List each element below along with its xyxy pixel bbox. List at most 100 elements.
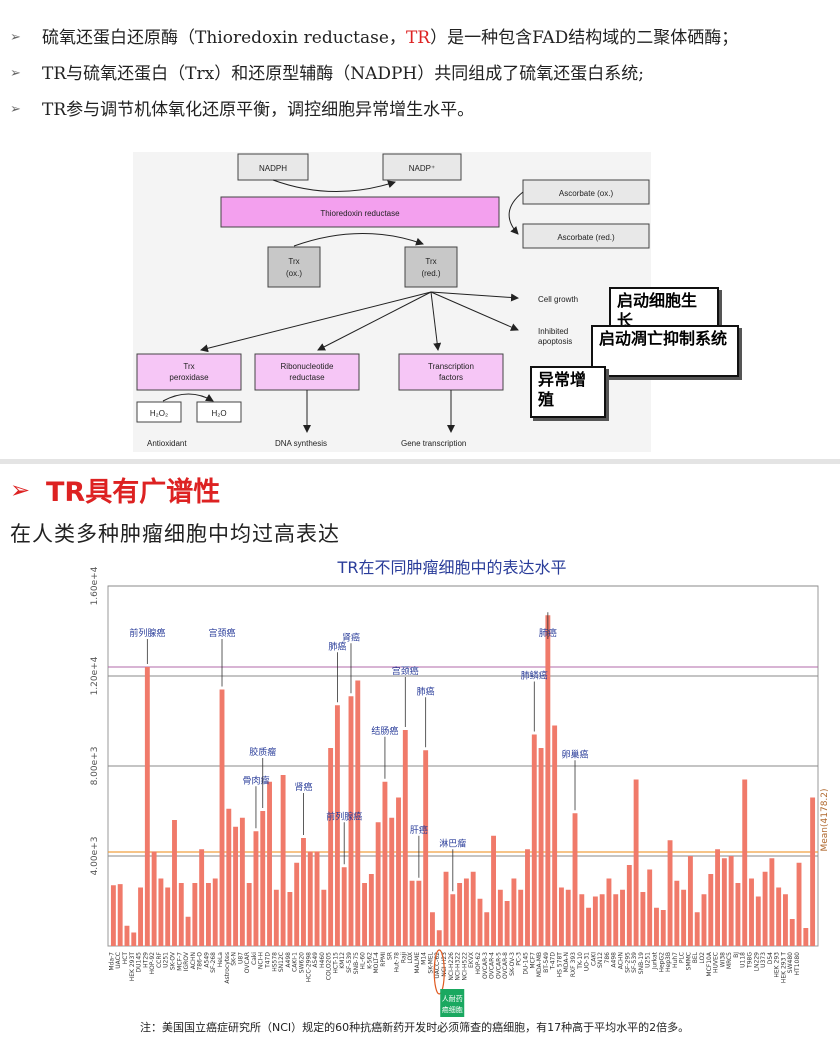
x-tick-label: SNB-75	[353, 952, 360, 974]
bullet-item: ➢ TR参与调节机体氧化还原平衡，调控细胞异常增生水平。	[10, 96, 835, 132]
x-tick-label: MOLT-4	[373, 952, 380, 974]
chart-bar	[110, 885, 116, 946]
annotation-label: 肺癌	[328, 640, 346, 652]
factors-label: factors	[439, 373, 463, 382]
mean-label: Mean(4178.2)	[820, 788, 830, 851]
chart-bar	[633, 779, 639, 946]
h2o2-label: H₂O₂	[150, 409, 168, 418]
x-tick-label: SW620	[298, 952, 305, 973]
highlight-ellipse	[433, 949, 445, 995]
x-tick-label: SK-OV	[169, 951, 176, 970]
chart-bar	[287, 892, 293, 946]
x-tick-label: HL-60	[360, 952, 367, 970]
ascorbate-ox-label: Ascorbate (ox.)	[559, 189, 614, 198]
chart-bar	[749, 878, 754, 946]
callout-abnormal: 异常增殖	[530, 366, 606, 418]
chart-bar	[131, 932, 137, 946]
apoptosis-arrow	[430, 291, 519, 331]
x-tick-label: SK-MEL	[427, 951, 434, 973]
nadph-label: NADPH	[259, 164, 287, 173]
x-tick-label: Raji	[400, 952, 407, 963]
x-tick-label: DU145	[136, 952, 143, 973]
chart-bar	[470, 871, 476, 946]
thioredoxin-reductase-label: Thioredoxin reductase	[320, 209, 400, 218]
x-tick-label: ACHN	[190, 952, 197, 969]
x-tick-label: SW480	[787, 952, 794, 973]
x-tick-label: OVCAR-3	[482, 952, 489, 979]
annotation-label: 前列腺癌	[326, 810, 362, 822]
chart-bar	[307, 851, 313, 946]
annotation-label: 肝癌	[410, 824, 428, 836]
chart-bar	[192, 883, 198, 946]
pathway-svg: NADPH NADP⁺ Thioredoxin reductase Ascorb…	[136, 153, 650, 448]
x-tick-label: IGROV	[183, 951, 190, 971]
bullet-text-end: ）是一种包含FAD结构域的二聚体硒酶；	[430, 28, 739, 48]
transcription-label: Transcription	[428, 362, 474, 371]
chart-bar	[233, 826, 239, 946]
y-tick-label: 8.00e+3	[90, 747, 100, 786]
bullet-arrow-icon: ➢	[10, 30, 21, 45]
x-tick-label: HEK 293 T	[780, 952, 787, 984]
x-tick-label: LOX	[407, 952, 414, 964]
chart-bar	[484, 912, 490, 946]
x-tick-label: K-562	[366, 952, 373, 969]
x-tick-label: HOP-92	[149, 952, 156, 975]
section-subtitle: 在人类多种肿瘤细胞中均过高表达	[10, 522, 340, 546]
x-tick-label: SF-539	[346, 952, 353, 973]
x-tick-label: NCI-H	[258, 952, 265, 969]
x-tick-label: SK-OV-3	[509, 952, 516, 976]
chart-bar	[511, 878, 517, 946]
annotation-label: 骨肉瘤	[242, 774, 269, 786]
chart-bar	[599, 894, 605, 946]
transcription-factors-box	[398, 353, 504, 391]
trx-peroxidase-box	[136, 353, 242, 391]
x-tick-label: HS578	[271, 952, 278, 972]
chart-bar	[762, 871, 768, 946]
chart-bar	[199, 849, 205, 946]
antioxidant-label: Antioxidant	[147, 439, 187, 448]
chart-bar	[647, 869, 653, 946]
chart-bar	[796, 862, 802, 946]
x-tick-label: NCI-H226	[448, 952, 455, 981]
chart-bar	[640, 892, 646, 946]
chart-bar	[341, 867, 347, 946]
x-tick-label: U251	[645, 952, 652, 968]
annotation-label: 宫颈癌	[392, 665, 419, 677]
x-tick-label: SMMC	[685, 952, 692, 970]
chart-bar	[450, 894, 456, 946]
chart-bar	[667, 840, 673, 946]
y-tick-label: 1.20e+4	[90, 656, 100, 695]
bullet-item: ➢ 硫氧还蛋白还原酶（Thioredoxin reductase，TR）是一种包…	[10, 24, 835, 60]
ribonucleotide-reductase-box	[254, 353, 360, 391]
x-tick-label: MCF-7	[176, 952, 183, 971]
chart-bar	[538, 748, 544, 946]
chart-bar	[789, 919, 795, 946]
chart-bar	[334, 705, 340, 946]
trx-ox-box	[267, 246, 321, 288]
trx-peroxidase-label-2: peroxidase	[169, 373, 209, 382]
x-tick-label: SF-268	[210, 952, 217, 973]
chart-bar	[491, 835, 496, 946]
chart-bar	[457, 883, 463, 946]
chart-bar	[606, 878, 612, 946]
chart-bar	[810, 797, 816, 946]
x-tick-label: 786	[604, 952, 611, 964]
chart-bar	[579, 894, 585, 946]
chart-bar	[375, 822, 381, 946]
chart-bar	[423, 750, 429, 946]
x-tick-label: HUVEC	[713, 952, 720, 973]
chart-bar	[212, 878, 218, 946]
chart-bar	[409, 880, 415, 946]
ascorbate-red-box	[522, 223, 650, 249]
x-tick-label: DU-145	[522, 952, 529, 975]
chart-bar	[348, 696, 354, 946]
annotation-label: 胶质瘤	[249, 746, 276, 758]
x-tick-label: MCF7	[529, 952, 536, 969]
ascorbate-arrow	[508, 191, 524, 235]
x-tick-label: 786-O	[197, 952, 204, 971]
x-tick-label: Jurkat	[651, 951, 658, 970]
reductase-label: reductase	[289, 373, 325, 382]
chart-bar	[783, 894, 788, 946]
x-tick-label: D54	[767, 952, 774, 964]
